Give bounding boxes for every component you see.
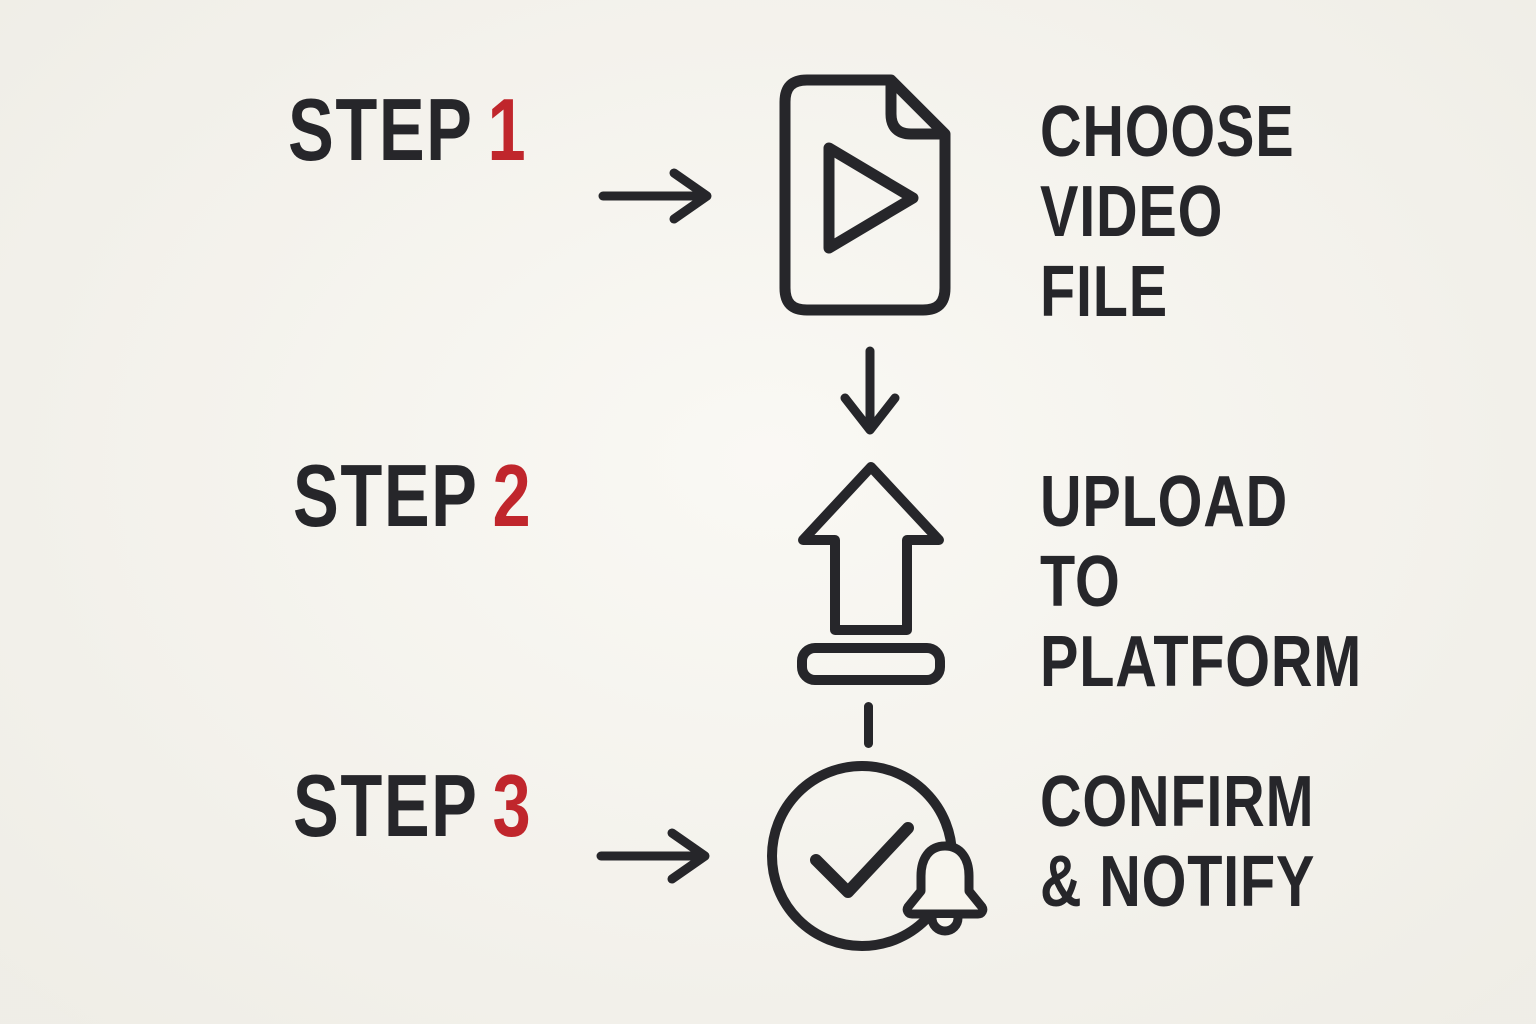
step-1-title-line: CHOOSE	[1040, 92, 1295, 172]
step-2-title: UPLOAD TO PLATFORM	[1040, 462, 1362, 702]
step-3-title-line: CONFIRM	[1040, 762, 1315, 842]
step-1-number: 1	[487, 80, 528, 179]
arrow-down-icon	[836, 346, 904, 436]
step-1-word: STEP	[288, 80, 474, 179]
bell-icon	[902, 841, 988, 936]
step-2-number: 2	[492, 446, 533, 545]
step-1-title-line: VIDEO	[1040, 172, 1224, 252]
step-2-word: STEP	[293, 446, 479, 545]
step-2-title-line: UPLOAD	[1040, 462, 1288, 542]
step-3-title-line: & NOTIFY	[1040, 842, 1316, 922]
upload-icon	[795, 460, 947, 686]
video-file-icon	[763, 70, 967, 322]
step-2-title-line: TO	[1040, 542, 1121, 622]
dashed-line-connector	[864, 702, 873, 748]
arrow-right-icon	[598, 166, 716, 226]
step-3-number: 3	[492, 756, 533, 855]
step-3-title: CONFIRM & NOTIFY	[1040, 762, 1315, 922]
step-3-word: STEP	[293, 756, 479, 855]
arrow-right-icon	[596, 826, 714, 886]
step-1-title: CHOOSE VIDEO FILE	[1040, 92, 1294, 332]
step-2-title-line: PLATFORM	[1040, 622, 1363, 702]
confirm-notify-icon	[752, 756, 992, 964]
step-1-title-line: FILE	[1040, 252, 1168, 332]
